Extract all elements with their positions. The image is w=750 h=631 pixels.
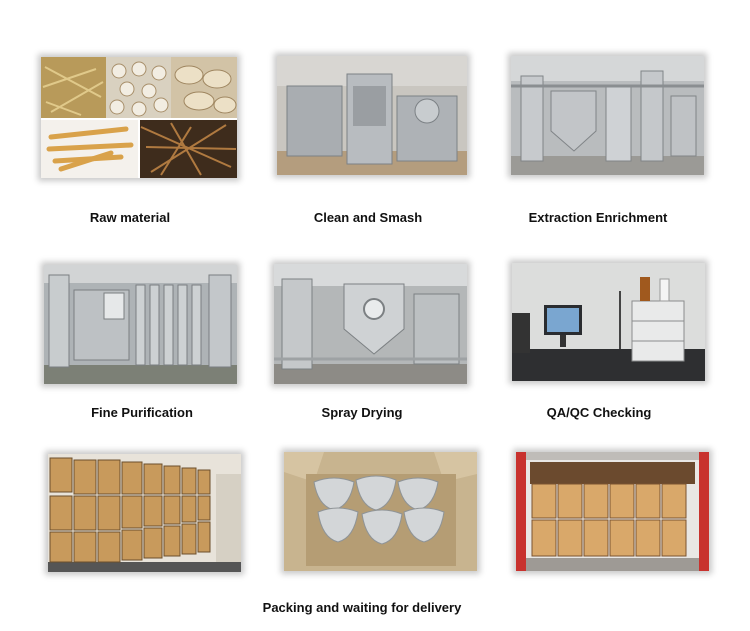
clean-and-smash-photo bbox=[277, 56, 467, 175]
step-label-spray-drying: Spray Drying bbox=[321, 405, 403, 420]
step-label-clean-and-smash: Clean and Smash bbox=[313, 210, 423, 225]
loaded-truck-photo bbox=[516, 452, 709, 571]
qa-qc-checking-photo bbox=[512, 263, 705, 381]
step-label-fine-purification: Fine Purification bbox=[91, 405, 193, 420]
raw-material-photo bbox=[41, 57, 237, 178]
packing-label: Packing and waiting for delivery bbox=[262, 600, 462, 615]
step-label-extraction-enrichment: Extraction Enrichment bbox=[528, 210, 668, 225]
extraction-enrichment-photo bbox=[511, 56, 704, 175]
fine-purification-photo bbox=[44, 265, 237, 384]
packing-drums-photo bbox=[48, 454, 241, 572]
step-label-raw-material: Raw material bbox=[89, 210, 171, 225]
step-label-qa-qc-checking: QA/QC Checking bbox=[546, 405, 652, 420]
packing-bags-photo bbox=[284, 452, 477, 571]
spray-drying-photo bbox=[274, 264, 467, 384]
